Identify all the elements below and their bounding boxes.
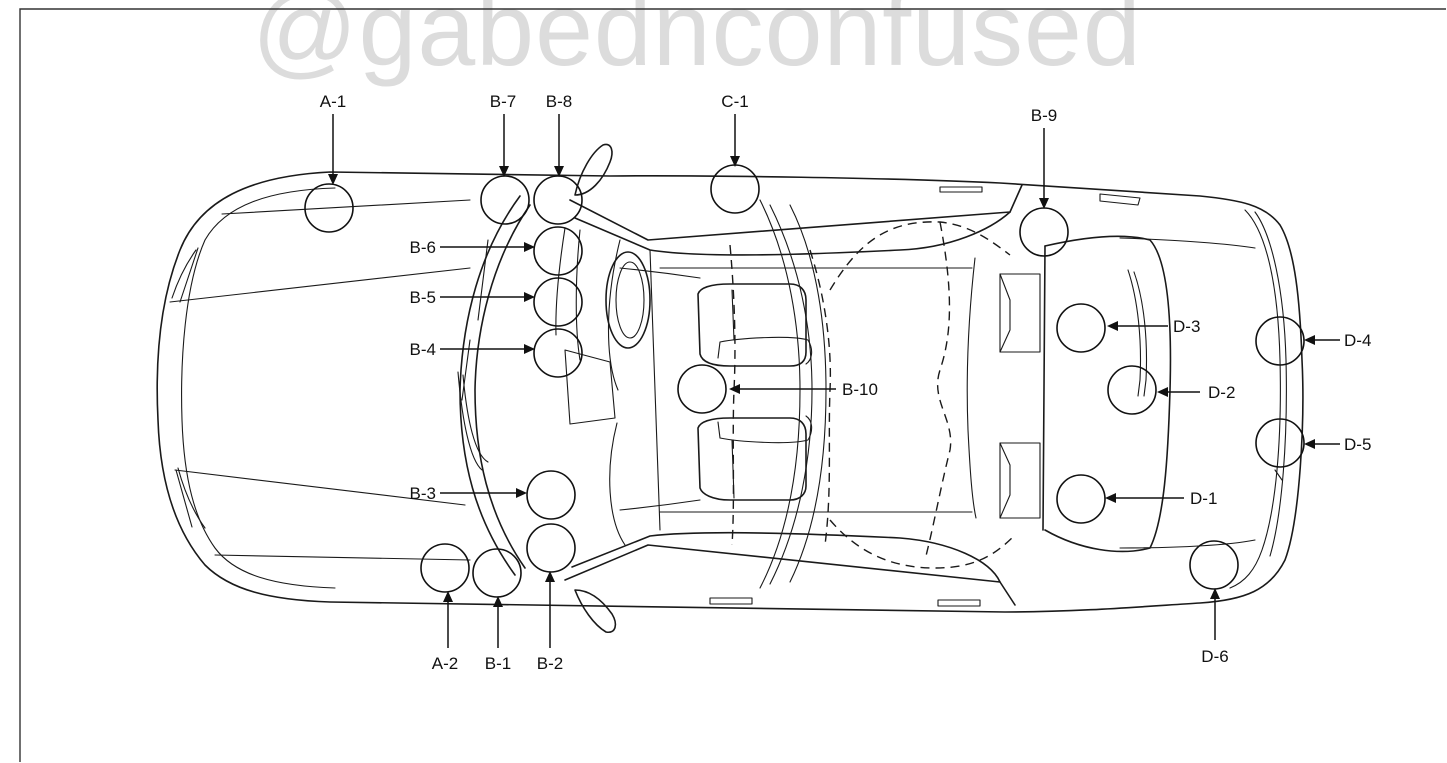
label-b-4: B-4 [410,340,436,359]
callout-labels: A-1 B-7 B-8 C-1 B-9 B-6 B-5 B-4 B-3 B-10… [320,92,1372,673]
door-handle-3 [709,597,753,605]
label-b-5: B-5 [410,288,436,307]
label-b-10: B-10 [842,380,878,399]
front-seat-right [697,415,813,501]
label-d-5: D-5 [1344,435,1371,454]
label-b-2: B-2 [537,654,563,673]
dashboard [555,227,616,425]
label-a-1: A-1 [320,92,346,111]
steering-wheel [605,251,651,349]
side-mirror-bottom [574,589,617,634]
label-b-9: B-9 [1031,106,1057,125]
diagram-border [19,8,1446,762]
location-circles [304,164,1305,598]
label-d-3: D-3 [1173,317,1200,336]
label-b-1: B-1 [485,654,511,673]
leader-lines [328,114,1340,648]
label-a-2: A-2 [432,654,458,673]
seat-cushion-left [619,267,701,279]
rear-seat [999,273,1041,519]
watermark-text: @gabednconfused [252,0,1142,88]
label-d-1: D-1 [1190,489,1217,508]
label-d-6: D-6 [1201,647,1228,666]
door-handle-1 [939,186,983,193]
label-b-8: B-8 [546,92,572,111]
label-d-2: D-2 [1208,383,1235,402]
label-c-1: C-1 [721,92,748,111]
door-handle-2 [1099,193,1141,206]
front-seat-left [697,283,813,367]
windshield [457,195,531,576]
seat-cushion-right [619,499,701,511]
label-b-7: B-7 [490,92,516,111]
tail-detail [1274,469,1283,481]
label-d-4: D-4 [1344,331,1371,350]
side-mirror-top [574,143,613,196]
label-b-6: B-6 [410,238,436,257]
label-b-3: B-3 [410,484,436,503]
car-body [156,171,1304,613]
door-handle-4 [937,599,981,607]
headliner-dashed [729,221,1016,569]
cabin [564,184,1046,606]
